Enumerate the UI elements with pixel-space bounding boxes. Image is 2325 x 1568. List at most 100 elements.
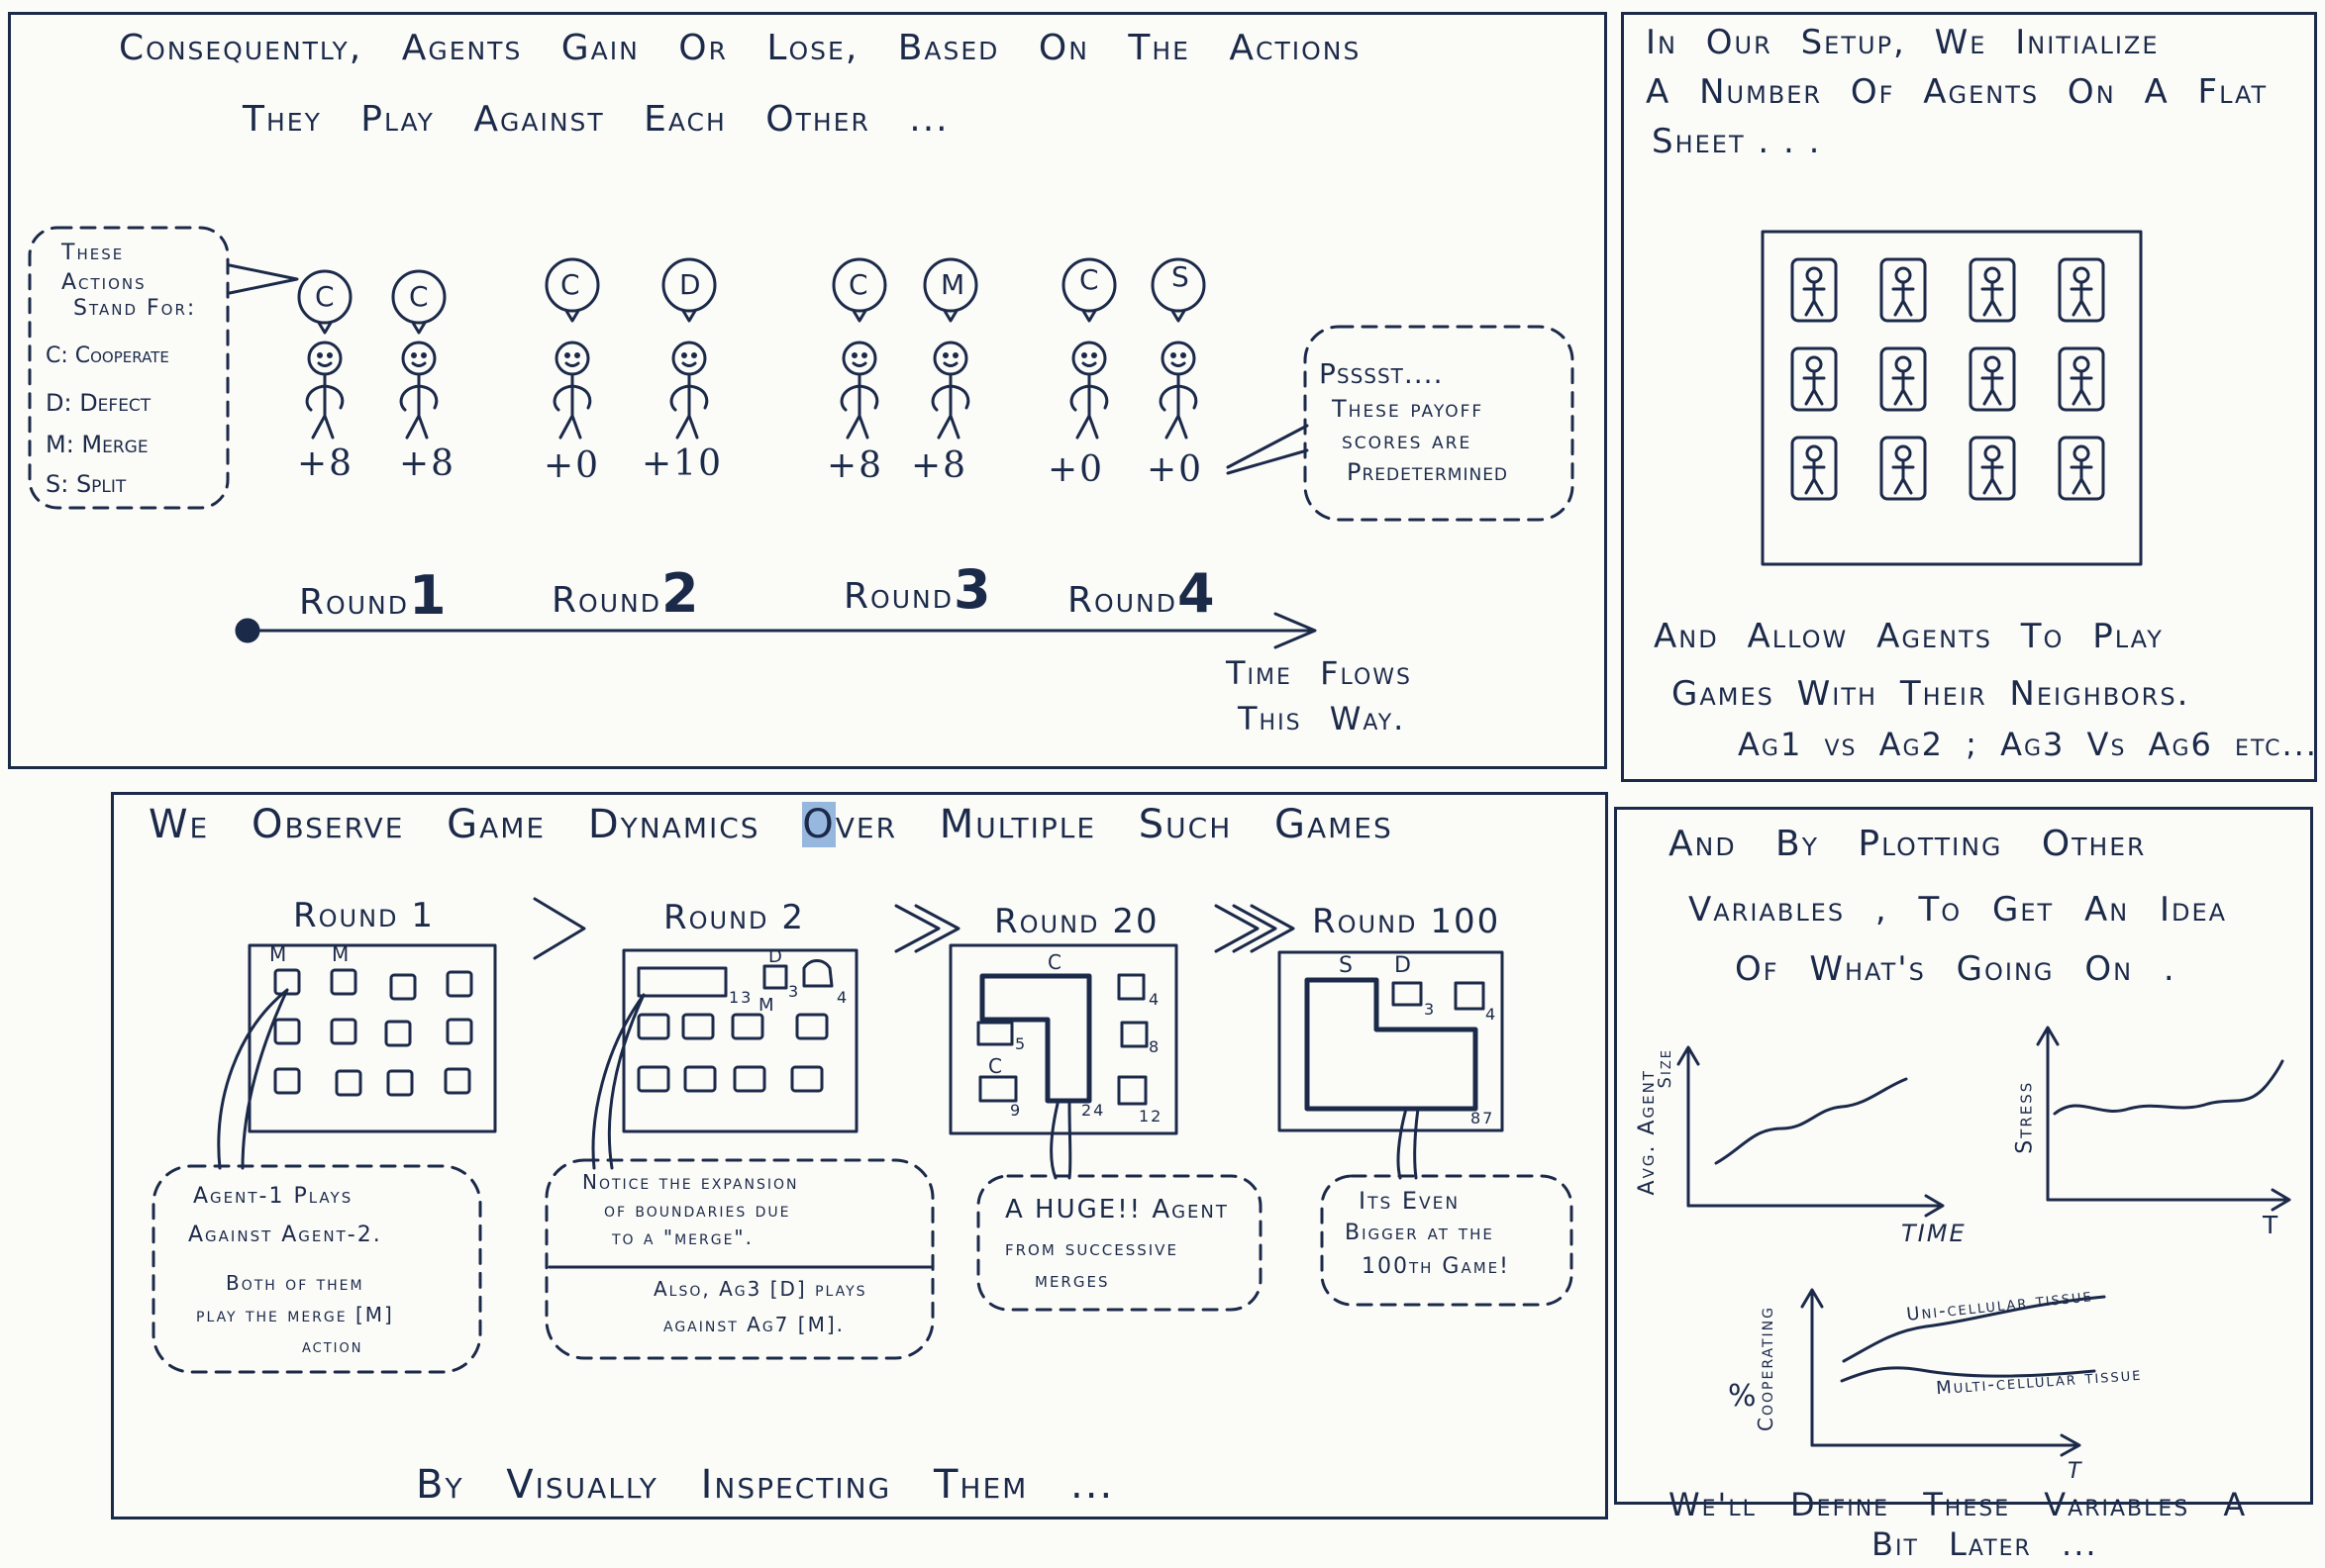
agent-cell-1	[1790, 257, 1838, 323]
legend-item-cooperate: C: Cooperate	[46, 343, 169, 368]
sheet1-agent-12	[444, 1067, 471, 1095]
stick-figure-2	[391, 269, 447, 440]
note2-line1: Notice the expansion	[582, 1170, 799, 1194]
legend-pointer	[228, 263, 299, 295]
note1-line3: Both of them	[226, 1271, 364, 1295]
psst-bubble	[1303, 325, 1574, 522]
agent-head	[842, 341, 877, 376]
panel-dynamics	[111, 792, 1608, 1519]
plot3-ylabel-pct: %	[1728, 1379, 1759, 1414]
plot2-ylabel: Stress	[2012, 1080, 2038, 1154]
sheet4-num-3: 3	[1424, 1000, 1437, 1019]
panel-setup	[1621, 12, 2317, 782]
plot2-xlabel: t	[2263, 1202, 2280, 1242]
sheet4-num-4: 4	[1485, 1005, 1498, 1024]
panel2-footer-line3: Ag1 vs Ag2 ; Ag3 Vs Ag6 etc...	[1738, 726, 2318, 763]
stick-figure-4	[661, 257, 717, 440]
r2-action-b: D	[679, 268, 703, 301]
sheet2-agent-1	[637, 1013, 670, 1040]
note1-line1: Agent-1 Plays	[193, 1184, 354, 1209]
note1-line4: play the merge [M]	[196, 1303, 394, 1326]
agent-5-r20	[976, 1021, 1014, 1046]
stick-figure-1	[297, 269, 353, 440]
note3-box	[976, 1174, 1263, 1312]
panel4-footer-line1: We'll Define These Variables A	[1668, 1486, 2248, 1523]
note2-box	[545, 1158, 935, 1360]
sheet1-agent-8	[446, 1018, 473, 1045]
panel4-title-line1: And By Plotting Other	[1668, 824, 2147, 864]
sheet3-num-8: 8	[1149, 1037, 1162, 1056]
speech-bubble	[1061, 257, 1117, 313]
r4-action-a: C	[1079, 263, 1101, 296]
stick-figure-3	[545, 257, 600, 440]
time-label-line2: This Way.	[1238, 700, 1406, 737]
legend-item-merge: M: Merge	[46, 431, 149, 458]
agent-cell-10	[1879, 436, 1927, 501]
note4-leader	[1396, 1107, 1420, 1180]
sheet4-label-s: S	[1339, 953, 1355, 978]
panel4-footer-line2: Bit Later ...	[1871, 1525, 2098, 1563]
round-arrow-2	[894, 904, 960, 953]
agent-9-r20	[978, 1075, 1018, 1103]
r3-score-b: +8	[911, 445, 968, 486]
agent-cell-8	[2058, 346, 2105, 412]
time-label-line1: Time Flows	[1226, 654, 1413, 692]
r3-action-a: C	[849, 268, 870, 301]
note3-leader	[1050, 1102, 1072, 1180]
r3-score-a: +8	[827, 445, 884, 486]
merged-agent-13	[637, 966, 728, 998]
agent-cell-5	[1790, 346, 1838, 412]
agent-body	[1069, 372, 1109, 440]
agent-body	[305, 372, 345, 440]
speech-bubble	[923, 257, 978, 313]
agent-body	[931, 372, 970, 440]
panel2-title-line3: Sheet . . .	[1652, 122, 1822, 161]
sheet1-label-m1: M	[269, 942, 289, 966]
sheet1-agent-9	[273, 1067, 301, 1095]
legend-line3: Stand For:	[73, 296, 197, 321]
sheet1-agent-1	[273, 968, 301, 996]
panel2-footer-line2: Games With Their Neighbors.	[1671, 674, 2190, 714]
r1-score-b: +8	[399, 443, 456, 484]
sheet-3-round-label: Round 20	[994, 902, 1160, 941]
round-1-label: Round1	[299, 564, 449, 627]
r1-action-b: C	[409, 280, 431, 313]
sheet3-num-5: 5	[1015, 1034, 1028, 1053]
sheet1-agent-7	[384, 1020, 412, 1047]
speech-bubble	[1151, 257, 1206, 313]
agent-4-r20	[1117, 973, 1146, 1001]
sheet-2-cells	[637, 1013, 829, 1093]
note3-line3: merges	[1035, 1268, 1110, 1293]
timeline-origin-dot	[235, 618, 260, 643]
note4-line2: Bigger at the	[1345, 1221, 1494, 1245]
sheet-1-round-label: Round 1	[293, 896, 435, 935]
note4-line3: 100th Game!	[1362, 1254, 1510, 1279]
sheet4-label-d: D	[1394, 953, 1413, 978]
speech-bubble	[391, 269, 447, 325]
sheet2-agent-5	[637, 1065, 670, 1093]
r2-action-a: C	[560, 268, 582, 301]
sheet1-agent-10	[335, 1069, 362, 1097]
round-arrow-1	[533, 897, 586, 960]
r2-score-a: +0	[544, 445, 601, 486]
sheet1-agent-6	[330, 1018, 357, 1045]
r2-score-b: +10	[642, 443, 723, 484]
sheet-4-round-label: Round 100	[1312, 902, 1501, 941]
note2-leader	[591, 993, 646, 1170]
note2-line4: Also, Ag3 [D] plays	[654, 1277, 867, 1301]
agent-cell-2	[1879, 257, 1927, 323]
agent-head	[307, 341, 343, 376]
sheet-2-round-label: Round 2	[663, 898, 805, 937]
stick-figure-8	[1151, 257, 1206, 440]
giant-agent	[1304, 977, 1478, 1112]
sheet2-agent-3	[731, 1013, 764, 1040]
agent-sheet	[1761, 230, 2143, 566]
legend-item-split: S: Split	[46, 470, 127, 498]
agent-head	[933, 341, 968, 376]
psst-line2: These payoff	[1332, 395, 1484, 423]
plot-stress	[2036, 1026, 2291, 1212]
sheet1-agent-5	[273, 1018, 301, 1045]
sheet2-num-4: 4	[837, 988, 850, 1007]
sheet-round-2	[622, 948, 859, 1133]
